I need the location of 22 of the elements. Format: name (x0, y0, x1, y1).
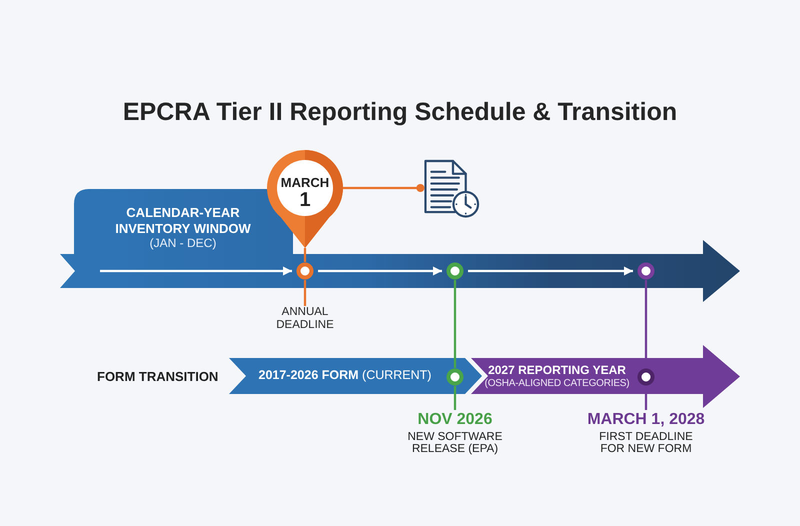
milestone-date: NOV 2026 (416, 410, 494, 430)
connector-line (304, 248, 306, 262)
milestone-caption: ANNUAL DEADLINE (275, 306, 335, 332)
phase-label: 2017-2026 FORM (CURRENT) (258, 368, 432, 383)
connector-line (343, 184, 424, 192)
period-label: CALENDAR-YEAR INVENTORY WINDOW (114, 205, 252, 236)
arrow (468, 266, 633, 276)
row-label: FORM TRANSITION (97, 369, 220, 385)
arrow (318, 266, 442, 276)
connector-line (454, 386, 456, 410)
connector-line (304, 280, 306, 306)
milestone-caption: NEW SOFTWARE RELEASE (EPA) (406, 431, 504, 456)
milestone-date: MARCH 1, 2028 (586, 410, 706, 430)
diagram-title: EPCRA Tier II Reporting Schedule & Transition (122, 97, 678, 127)
month-label: MARCH (280, 175, 330, 191)
milestone-caption: FIRST DEADLINE FOR NEW FORM (598, 431, 694, 456)
arrow (100, 266, 292, 276)
phase-subtitle: (OSHA-ALIGNED CATEGORIES) (484, 378, 630, 390)
date-range-label: (JAN - DEC) (148, 236, 218, 250)
connector-line (454, 280, 456, 368)
day-number: 1 (298, 188, 312, 212)
phase-label: 2027 REPORTING YEAR (487, 363, 627, 378)
